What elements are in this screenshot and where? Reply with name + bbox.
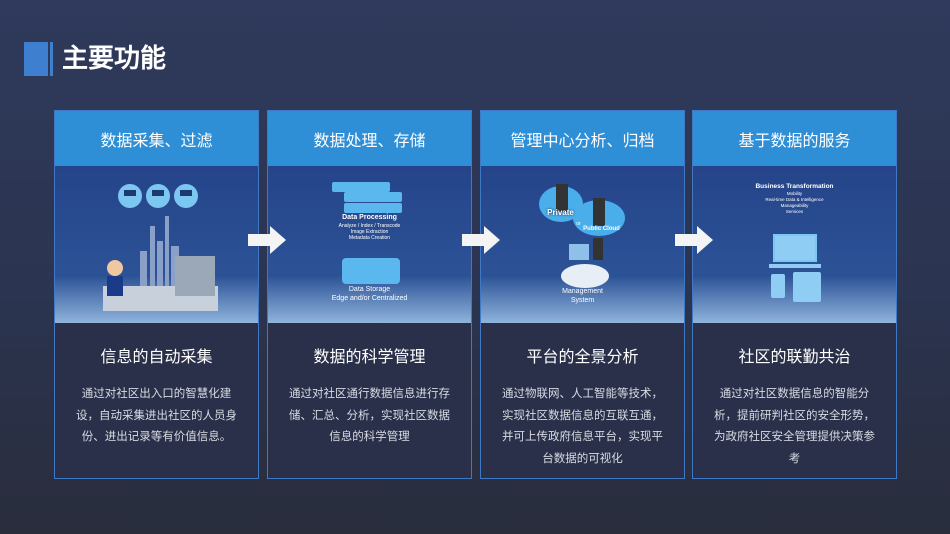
devices-image: Business Transformation Mobility Real-ti… — [693, 166, 896, 323]
image-label: Metadata Creation — [348, 235, 391, 241]
card-collect: 数据采集、过滤 信息的自动采集 通过对社区出入口的智慧化建设，自动采集进出社区的… — [54, 110, 259, 479]
arrow-right-icon — [675, 226, 713, 254]
image-label: Management — [562, 288, 603, 295]
tablet-icon — [793, 272, 821, 302]
card-description: 通过对社区通行数据信息进行存储、汇总、分析，实现社区数据信息的科学管理 — [289, 386, 450, 443]
image-label: Services — [785, 209, 804, 214]
image-label: Data Storage — [348, 286, 391, 293]
card-process: 数据处理、存储 Data Processing Analyze / Index … — [267, 110, 472, 479]
card-header: 基于数据的服务 — [693, 111, 896, 166]
monitor-icon — [773, 234, 817, 262]
cloud-management-image: Private or Public Cloud Management Syste… — [481, 166, 684, 323]
image-label: Real-time Data & Intelligence — [765, 197, 824, 202]
keyboard-icon — [769, 264, 821, 268]
card-header: 数据处理、存储 — [268, 111, 471, 166]
title-accent-line — [50, 42, 53, 76]
server-icon — [332, 182, 390, 192]
card-header: 管理中心分析、归档 — [481, 111, 684, 166]
surveillance-city-image — [55, 166, 258, 323]
image-label: Mobility — [786, 191, 803, 196]
server-icon — [344, 192, 402, 202]
data-processing-image: Data Processing Analyze / Index / Transc… — [268, 166, 471, 323]
image-label: System — [570, 297, 595, 304]
image-label: Image Extraction — [350, 229, 389, 235]
card-description: 通过对社区出入口的智慧化建设，自动采集进出社区的人员身份、进出记录等有价值信息。 — [76, 386, 237, 443]
card-service: 基于数据的服务 Business Transformation Mobility… — [692, 110, 897, 479]
card-analyze: 管理中心分析、归档 Private or Public Cloud Manage… — [480, 110, 685, 479]
card-description: 通过对社区数据信息的智能分析，提前研判社区的安全形势，为政府社区安全管理提供决策… — [714, 386, 875, 465]
image-label: Analyze / Index / Transcode — [338, 223, 401, 229]
image-label: Data Processing — [342, 214, 397, 221]
image-label: Public Cloud — [583, 226, 620, 232]
image-label: Private — [547, 208, 574, 217]
card-subtitle: 数据的科学管理 — [313, 347, 426, 366]
card-header: 数据采集、过滤 — [55, 111, 258, 166]
card-description: 通过物联网、人工智能等技术，实现社区数据信息的互联互通，并可上传政府信息平台，实… — [502, 386, 663, 465]
card-subtitle: 信息的自动采集 — [100, 347, 213, 366]
storage-icon — [342, 258, 400, 284]
image-label: Manageability — [780, 203, 809, 208]
server-icon — [344, 203, 402, 213]
card-subtitle: 社区的联勤共治 — [738, 347, 851, 366]
camera-city-icon — [103, 184, 218, 311]
image-label: or — [576, 221, 581, 227]
phone-icon — [771, 274, 785, 298]
image-label: Edge and/or Centralized — [331, 295, 408, 302]
title-accent — [24, 42, 48, 76]
page-title: 主要功能 — [62, 44, 167, 74]
cloud-icon — [539, 184, 625, 288]
arrow-right-icon — [248, 226, 286, 254]
image-label: Business Transformation — [755, 183, 834, 190]
card-subtitle: 平台的全景分析 — [526, 347, 639, 366]
arrow-right-icon — [462, 226, 500, 254]
